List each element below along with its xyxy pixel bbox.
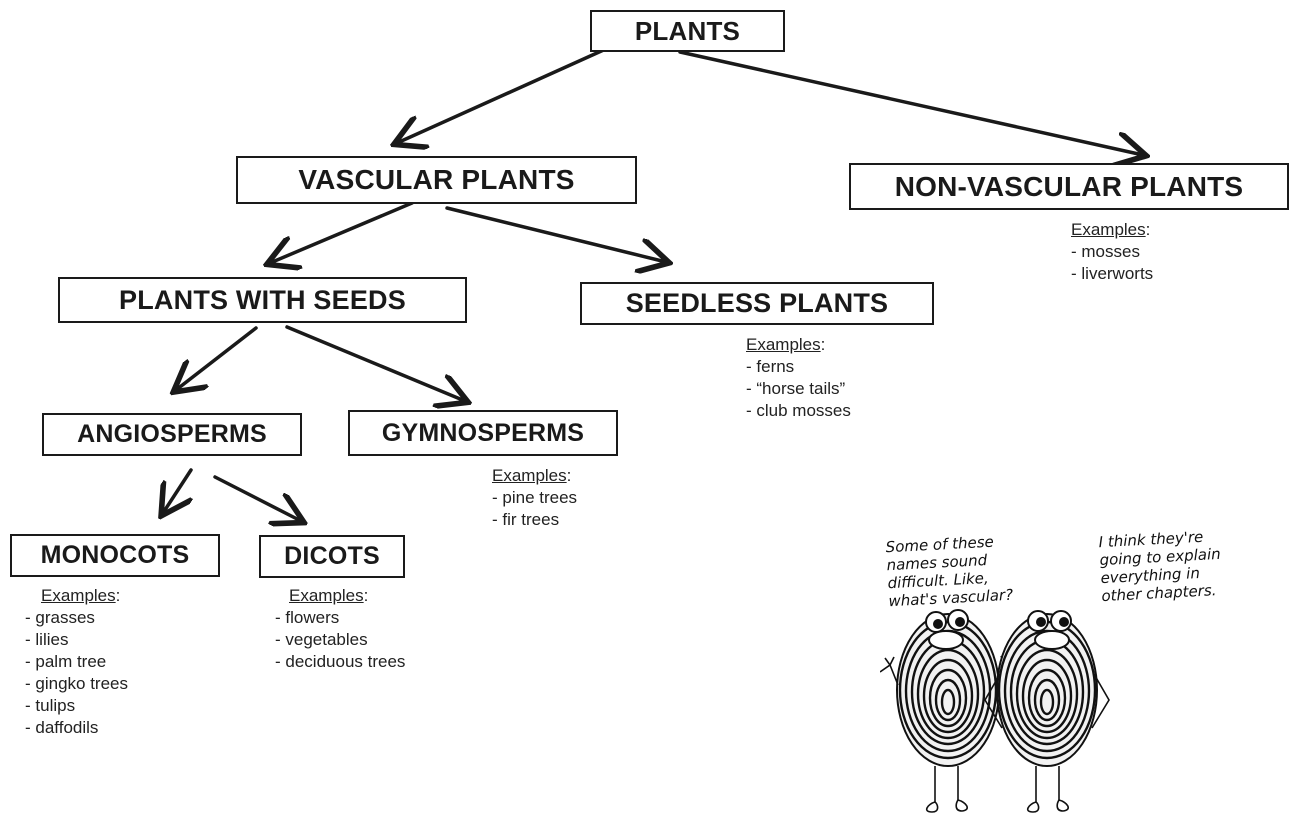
node-dicots: DICOTS: [259, 535, 405, 578]
list-item: vegetables: [275, 629, 405, 651]
arrow-plants-to-vascular: [397, 48, 608, 143]
fingerprint-characters-cartoon: [880, 590, 1120, 816]
node-monocots: MONOCOTS: [10, 534, 220, 577]
list-item: daffodils: [25, 717, 128, 739]
node-gymnosperms: GYMNOSPERMS: [348, 410, 618, 456]
list-item: tulips: [25, 695, 128, 717]
list-item: mosses: [1071, 241, 1153, 263]
examples-heading: Examples:: [746, 334, 851, 356]
node-plants-with-seeds: PLANTS WITH SEEDS: [58, 277, 467, 323]
examples-gymnosperms: Examples: pine trees fir trees: [492, 465, 577, 531]
arrow-withseeds-to-angiosperms: [176, 328, 256, 390]
node-plants: PLANTS: [590, 10, 785, 52]
examples-heading: Examples:: [289, 585, 405, 607]
arrow-vascular-to-seedless: [447, 208, 666, 262]
arrow-angiosperms-to-monocots: [163, 470, 191, 513]
examples-heading: Examples:: [492, 465, 577, 487]
list-item: liverworts: [1071, 263, 1153, 285]
list-item: fir trees: [492, 509, 577, 531]
node-angiosperms: ANGIOSPERMS: [42, 413, 302, 456]
list-item: “horse tails”: [746, 378, 851, 400]
arrow-withseeds-to-gymnosperms: [287, 327, 465, 401]
node-seedless-plants: SEEDLESS PLANTS: [580, 282, 934, 325]
right-fingerprint-character: [985, 611, 1109, 812]
node-non-vascular-plants: NON-VASCULAR PLANTS: [849, 163, 1289, 210]
arrow-angiosperms-to-dicots: [215, 477, 301, 521]
list-item: palm tree: [25, 651, 128, 673]
arrow-plants-to-nonvascular: [680, 52, 1143, 155]
list-item: grasses: [25, 607, 128, 629]
list-item: ferns: [746, 356, 851, 378]
list-item: lilies: [25, 629, 128, 651]
examples-non-vascular: Examples: mosses liverworts: [1071, 219, 1153, 285]
list-item: pine trees: [492, 487, 577, 509]
list-item: deciduous trees: [275, 651, 405, 673]
examples-heading: Examples:: [41, 585, 128, 607]
examples-monocots: Examples: grasses lilies palm tree gingk…: [41, 585, 128, 739]
list-item: gingko trees: [25, 673, 128, 695]
arrow-vascular-to-withseeds: [270, 203, 412, 263]
examples-heading: Examples:: [1071, 219, 1153, 241]
list-item: flowers: [275, 607, 405, 629]
list-item: club mosses: [746, 400, 851, 422]
examples-seedless: Examples: ferns “horse tails” club mosse…: [746, 334, 851, 422]
examples-dicots: Examples: flowers vegetables deciduous t…: [289, 585, 405, 673]
node-vascular-plants: VASCULAR PLANTS: [236, 156, 637, 204]
left-fingerprint-character: [880, 610, 1015, 812]
